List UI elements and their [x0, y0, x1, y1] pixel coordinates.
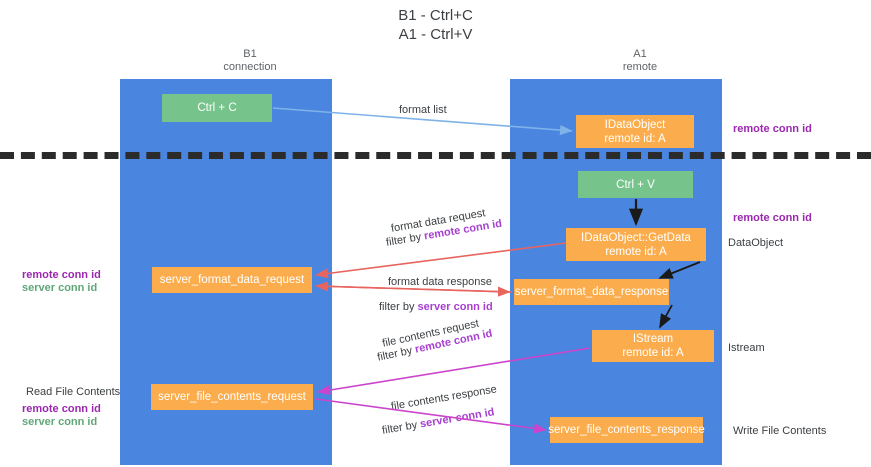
section-divider	[0, 152, 871, 159]
column-header-a1: A1 remote	[540, 48, 740, 74]
page-title: B1 - Ctrl+C A1 - Ctrl+V	[0, 6, 871, 44]
filter-prefix: filter by	[379, 301, 418, 313]
side-label-left-server-conn-id-2: server conn id	[22, 416, 98, 428]
node-istream-remote-id: remote id: A	[622, 347, 684, 359]
edge-label-format-data-response: format data response	[388, 276, 492, 288]
node-ctrl-v-label: Ctrl + V	[616, 178, 655, 191]
node-server-file-contents-request[interactable]: server_file_contents_request	[151, 384, 313, 410]
side-label-istream: Istream	[728, 342, 765, 354]
node-server-file-contents-response-label: server_file_contents_response	[548, 424, 705, 436]
node-idataobject[interactable]: IDataObject remote id: A	[576, 115, 694, 148]
filter-key-server-conn-id: server conn id	[417, 301, 493, 313]
node-server-format-data-request[interactable]: server_format_data_request	[152, 267, 312, 293]
node-server-format-data-response-label: server_format_data_response	[514, 286, 669, 298]
side-label-remote-conn-id-top: remote conn id	[733, 123, 812, 135]
node-ctrl-c-label: Ctrl + C	[197, 102, 237, 114]
node-istream-name: IStream	[632, 333, 674, 345]
node-server-file-contents-request-label: server_file_contents_request	[158, 391, 306, 403]
column-header-b1-role: connection	[223, 61, 277, 73]
side-label-dataobject: DataObject	[728, 237, 784, 249]
column-header-b1: B1 connection	[150, 48, 350, 74]
filter-prefix: filter by	[381, 418, 422, 437]
node-getdata-name: IDataObject::GetData	[581, 231, 691, 244]
title-line-1: B1 - Ctrl+C	[398, 7, 473, 24]
node-getdata-remote-id: remote id: A	[605, 245, 667, 258]
title-line-2: A1 - Ctrl+V	[398, 26, 473, 43]
node-server-file-contents-response[interactable]: server_file_contents_response	[548, 417, 705, 443]
side-label-left-remote-conn-id-2: remote conn id	[22, 403, 101, 415]
node-idataobject-getdata[interactable]: IDataObject::GetData remote id: A	[566, 228, 706, 261]
side-label-read-file-contents: Read File Contents	[26, 386, 121, 398]
node-idataobject-name: IDataObject	[604, 118, 666, 131]
node-istream[interactable]: IStream remote id: A	[592, 330, 714, 362]
node-ctrl-c[interactable]: Ctrl + C	[162, 94, 272, 122]
edge-label-format-data-response-filter: filter by server conn id	[379, 300, 493, 314]
column-header-a1-name: A1	[633, 48, 647, 60]
side-label-left-remote-conn-id: remote conn id	[22, 269, 101, 281]
node-server-format-data-response[interactable]: server_format_data_response	[514, 279, 669, 305]
side-label-write-file-contents: Write File Contents	[733, 425, 827, 437]
column-header-a1-role: remote	[622, 61, 658, 73]
node-idataobject-remote-id: remote id: A	[604, 132, 666, 145]
side-label-remote-conn-id-mid: remote conn id	[733, 212, 812, 224]
side-label-left-server-conn-id: server conn id	[22, 282, 98, 294]
edge-label-format-list: format list	[399, 104, 447, 116]
node-server-format-data-request-label: server_format_data_request	[159, 274, 305, 286]
column-header-b1-name: B1	[243, 48, 257, 60]
node-ctrl-v[interactable]: Ctrl + V	[578, 171, 693, 198]
filter-key-server-conn-id: server conn id	[419, 406, 496, 431]
